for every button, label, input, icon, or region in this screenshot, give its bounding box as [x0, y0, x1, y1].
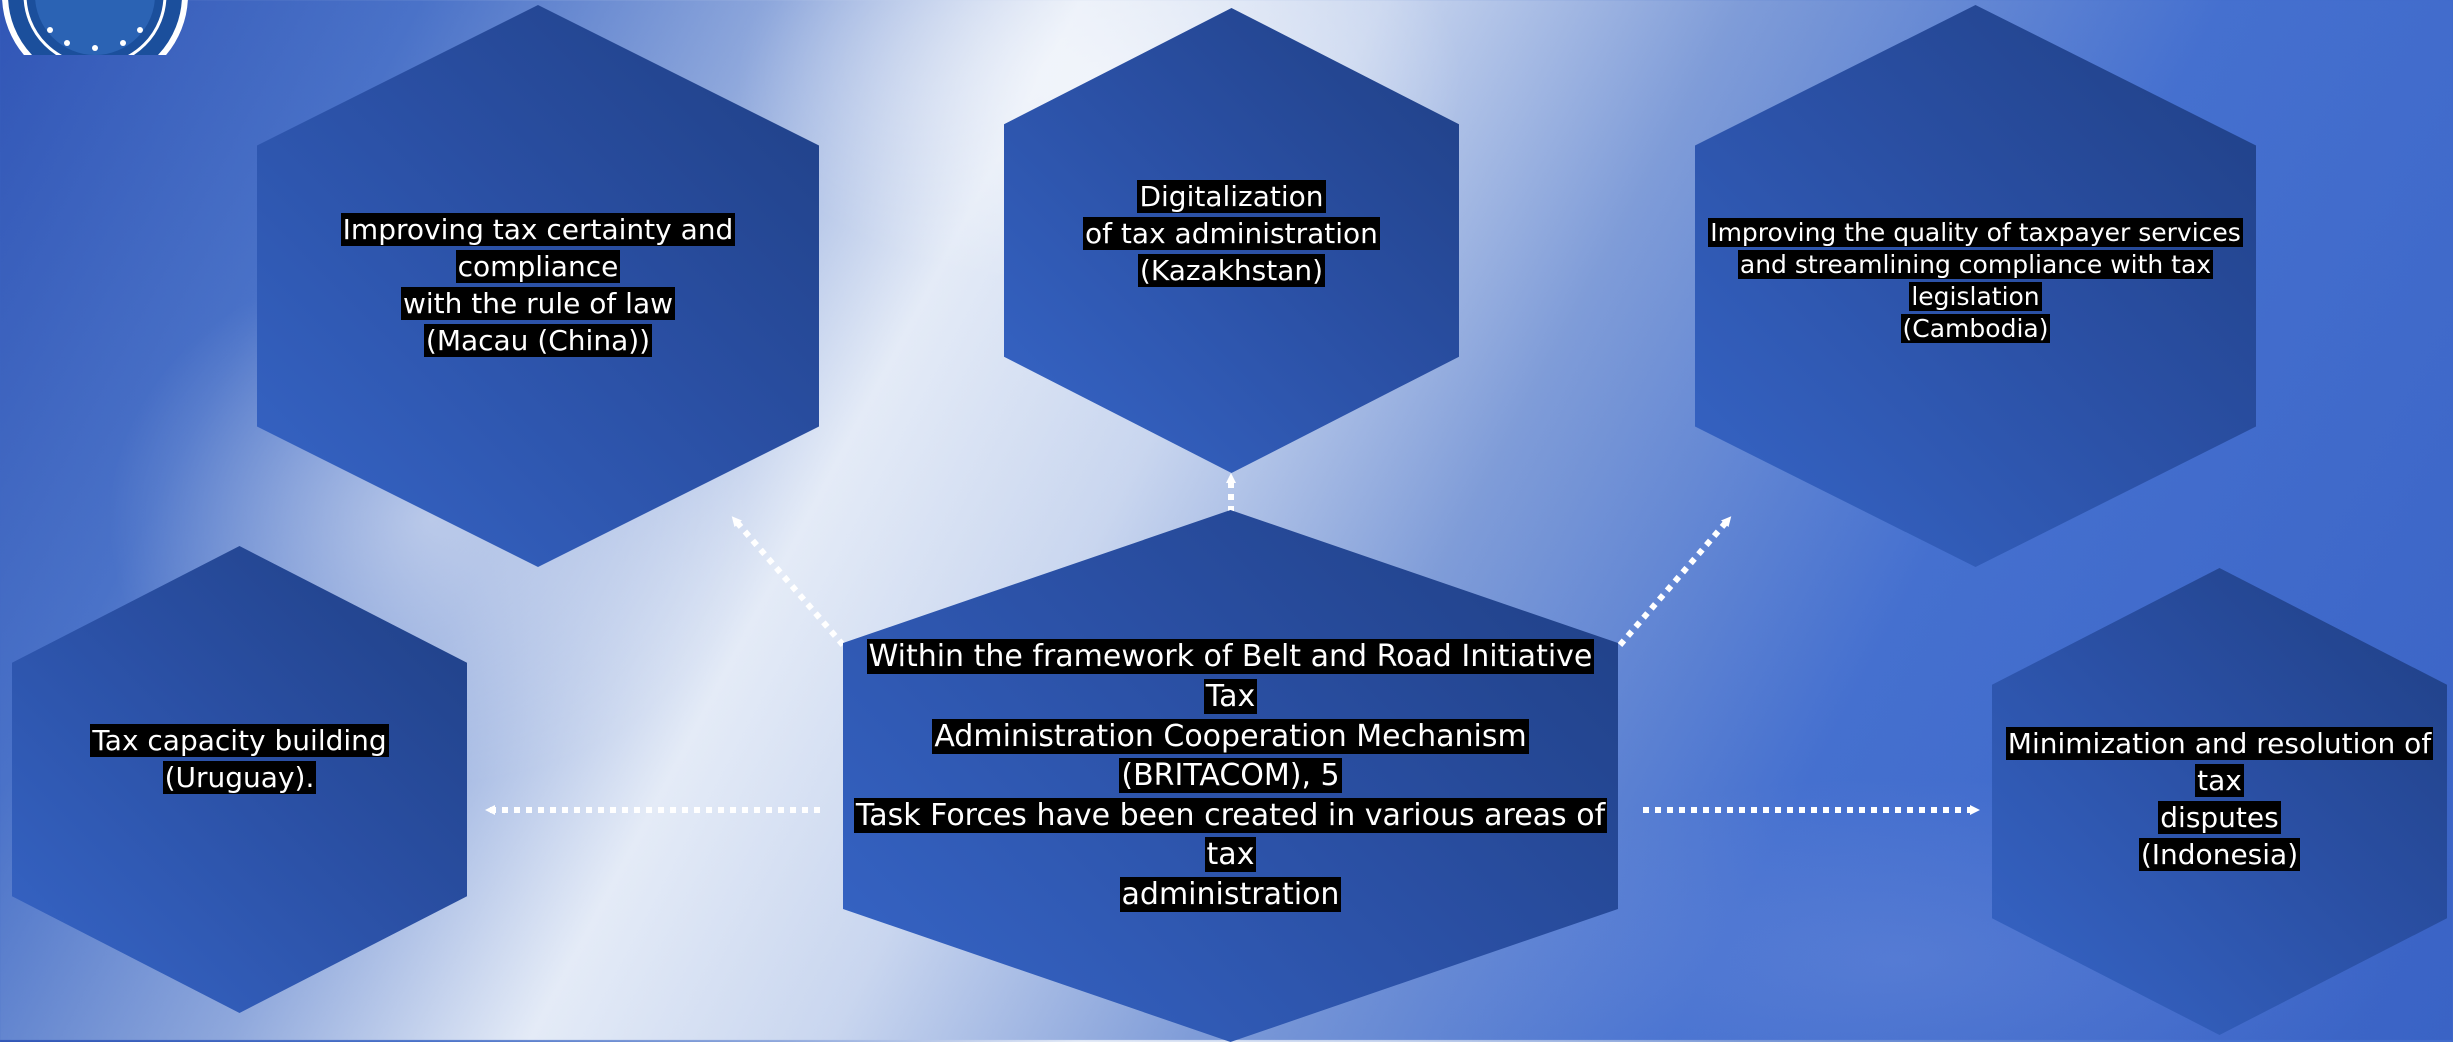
rule-of-law-line-3: (Macau (China)) [423, 323, 653, 357]
disputes-text: Minimization and resolution of tax dispu… [1992, 726, 2447, 874]
center-hexagon: Within the framework of Belt and Road In… [843, 510, 1618, 1042]
center-text: Within the framework of Belt and Road In… [843, 637, 1618, 914]
digitalization-line-2: of tax administration [1083, 217, 1380, 251]
rule-of-law-line-2: with the rule of law [400, 287, 676, 320]
taxpayer-services-line-2: and streamlining compliance with tax [1737, 250, 2214, 279]
digitalization-line-3: (Kazakhstan) [1137, 253, 1326, 287]
arrow-to-rule-of-law [731, 516, 846, 647]
center-line-1: Within the framework of Belt and Road In… [866, 639, 1595, 715]
disputes-line-2: disputes [2158, 801, 2281, 834]
center-line-2: Administration Cooperation Mechanism (BR… [932, 718, 1529, 794]
taxpayer-services-line-1: Improving the quality of taxpayer servic… [1708, 218, 2243, 247]
rule-of-law-line-1: Improving tax certainty and compliance [340, 213, 736, 284]
taxpayer-services-text: Improving the quality of taxpayer servic… [1708, 217, 2243, 345]
capacity-building-line-1: Tax capacity building [90, 723, 389, 757]
disputes-line-1: Minimization and resolution of tax [2005, 727, 2434, 798]
hexagon-digitalization: Digitalization of tax administration (Ka… [1004, 8, 1459, 473]
taxpayer-services-line-4: (Cambodia) [1900, 314, 2051, 343]
digitalization-text: Digitalization of tax administration (Ka… [1083, 179, 1380, 290]
center-line-3: Task Forces have been created in various… [853, 797, 1608, 873]
rule-of-law-text: Improving tax certainty and compliance w… [257, 212, 819, 360]
digitalization-line-1: Digitalization [1137, 180, 1326, 214]
capacity-building-text: Tax capacity building (Uruguay). [90, 723, 389, 797]
arrow-to-taxpayer-services [1617, 516, 1732, 647]
capacity-building-line-2: (Uruguay). [162, 760, 317, 794]
taxpayer-services-line-3: legislation [1909, 282, 2042, 311]
disputes-line-3: (Indonesia) [2138, 837, 2301, 871]
center-line-4: administration [1119, 876, 1342, 912]
britacom-logo-icon [2, 0, 188, 55]
